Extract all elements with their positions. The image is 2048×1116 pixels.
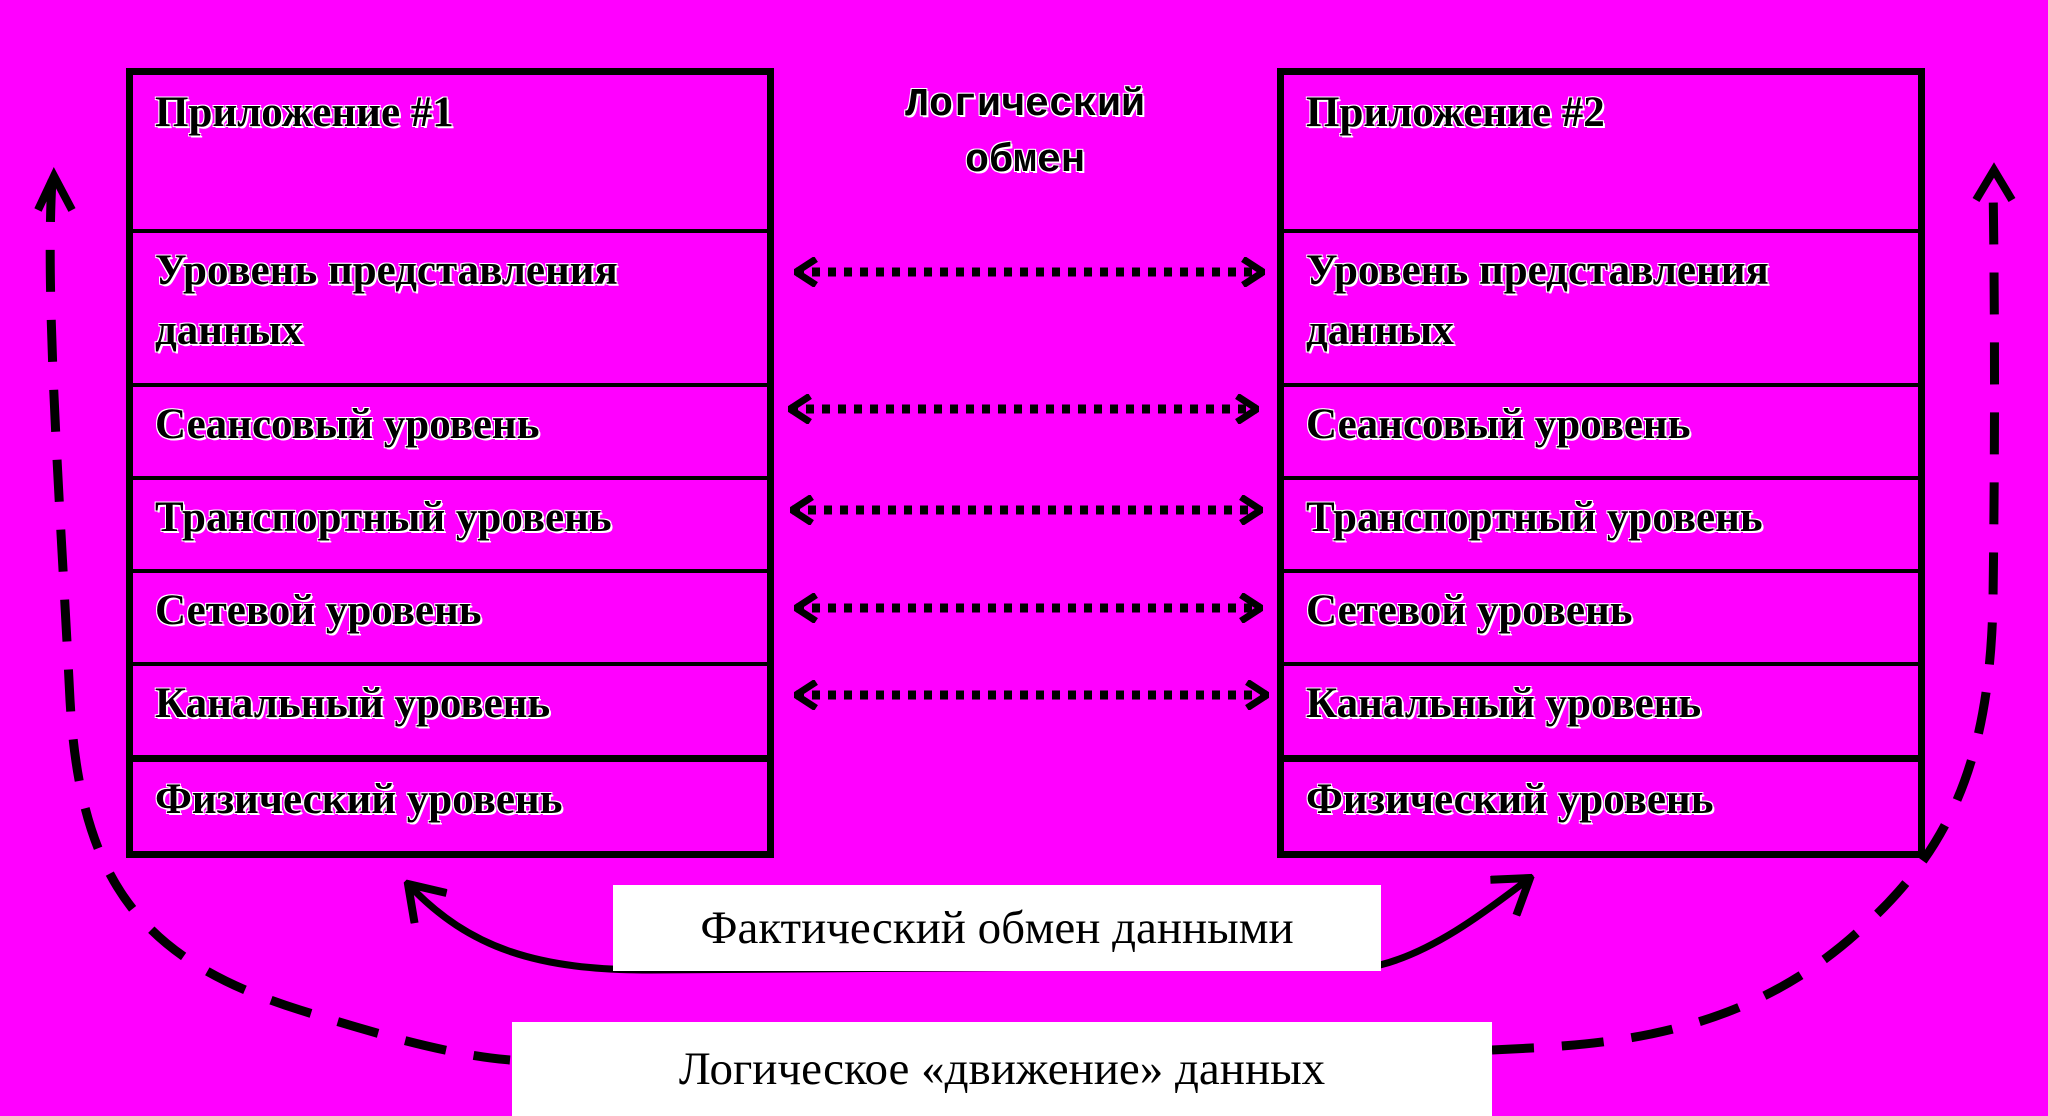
layer-application: Приложение #2 <box>1306 89 1605 136</box>
layer-physical: Физический уровень <box>1284 755 1918 851</box>
layer-datalink: Канальный уровень <box>133 662 767 755</box>
layer-presentation: Уровень представления данных <box>133 229 767 383</box>
actual-exchange-label: Фактический обмен данными <box>613 885 1381 971</box>
logical-movement-label: Логическое «движение» данных <box>512 1022 1492 1116</box>
logical-movement-arrowhead-left <box>34 167 76 212</box>
layer-network: Сетевой уровень <box>133 569 767 662</box>
layer-presentation: Уровень представления данных <box>1284 229 1918 383</box>
layer-datalink: Канальный уровень <box>1284 662 1918 755</box>
layer-application: Приложение #1 <box>155 89 454 136</box>
application-1-stack: Приложение #1 Уровень представления данн… <box>126 68 774 858</box>
layer-session: Сеансовый уровень <box>133 383 767 476</box>
logical-exchange-label: Логический обмен <box>830 78 1220 190</box>
layer-transport: Транспортный уровень <box>133 476 767 569</box>
layer-session: Сеансовый уровень <box>1284 383 1918 476</box>
logical-exchange-text: Логический обмен <box>904 83 1146 184</box>
logical-movement-arrowhead-right <box>1972 162 2016 203</box>
application-2-stack: Приложение #2 Уровень представления данн… <box>1277 68 1925 858</box>
logical-movement-path <box>45 179 1999 1065</box>
layer-physical: Физический уровень <box>133 755 767 851</box>
layer-transport: Транспортный уровень <box>1284 476 1918 569</box>
logical-exchange-arrows <box>790 272 1267 695</box>
layer-network: Сетевой уровень <box>1284 569 1918 662</box>
